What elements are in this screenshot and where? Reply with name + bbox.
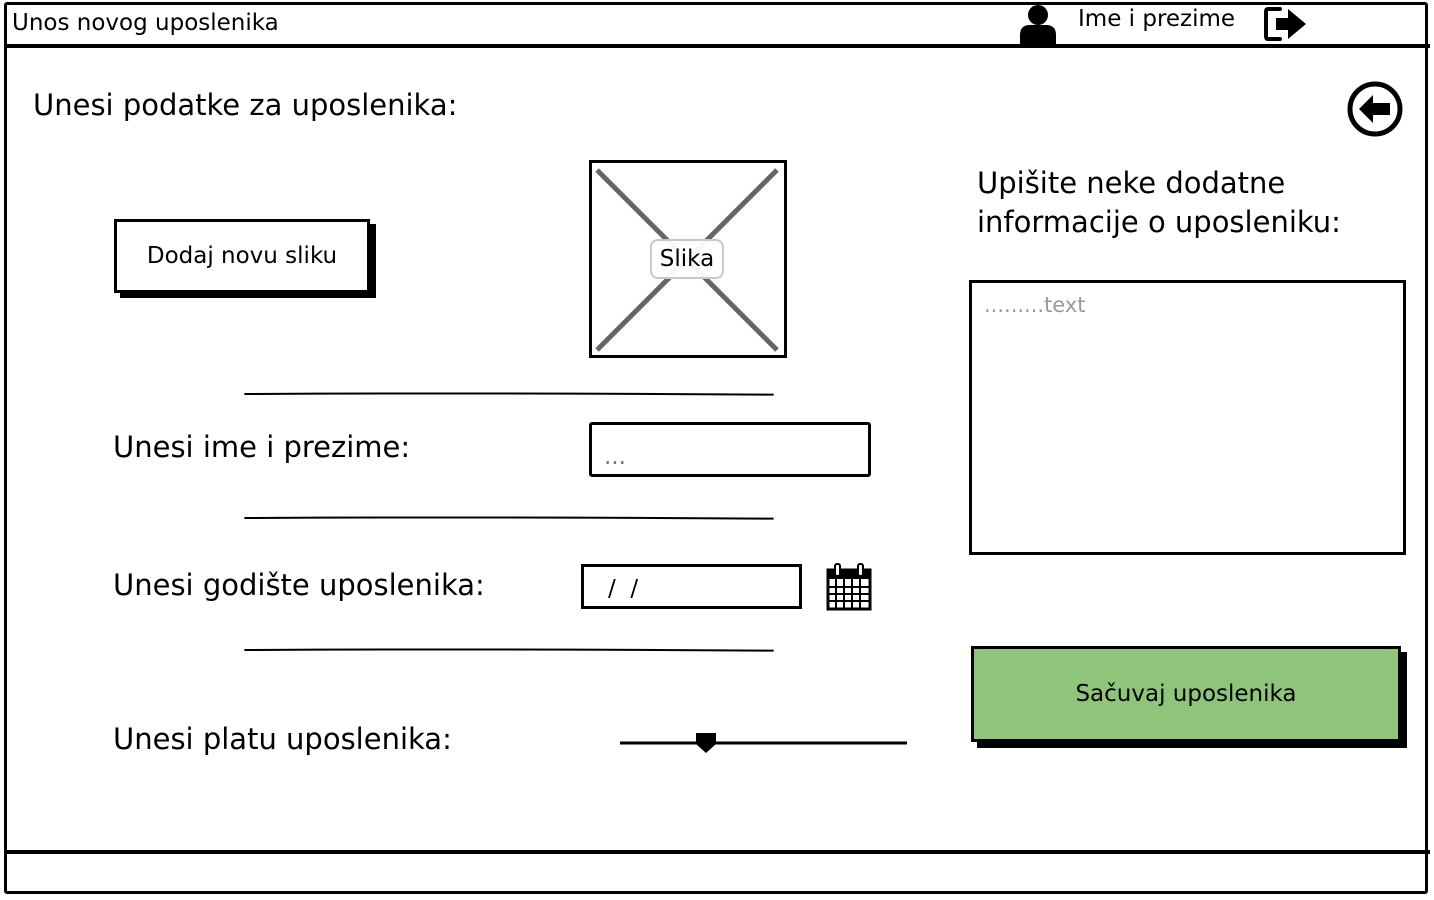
section-divider: [244, 392, 774, 396]
image-caption: Slika: [650, 239, 724, 279]
slider-thumb[interactable]: [696, 733, 716, 753]
window-title: Unos novog uposlenika: [12, 10, 279, 36]
calendar-icon[interactable]: [826, 563, 872, 611]
info-title: Upišite neke dodatne informacije o uposl…: [977, 166, 1341, 239]
footer-divider: [4, 850, 1430, 854]
user-name[interactable]: Ime i prezime: [1078, 6, 1236, 32]
user-icon[interactable]: [1018, 3, 1058, 45]
info-textarea[interactable]: [969, 280, 1406, 555]
logout-icon[interactable]: [1262, 4, 1310, 44]
form-heading: Unesi podatke za uposlenika:: [33, 88, 458, 122]
section-divider: [244, 648, 774, 652]
birth-year-input[interactable]: [581, 564, 802, 609]
salary-slider[interactable]: [620, 728, 907, 758]
add-image-button[interactable]: Dodaj novu sliku: [114, 219, 370, 293]
back-arrow-icon[interactable]: [1346, 80, 1404, 138]
titlebar-divider: [4, 44, 1430, 48]
name-label: Unesi ime i prezime:: [113, 430, 411, 464]
name-input[interactable]: [589, 422, 871, 477]
birth-year-label: Unesi godište uposlenika:: [113, 568, 485, 602]
salary-label: Unesi platu uposlenika:: [113, 722, 452, 756]
window-frame: [4, 2, 1428, 894]
section-divider: [244, 516, 774, 520]
save-employee-button[interactable]: Sačuvaj uposlenika: [971, 646, 1401, 742]
